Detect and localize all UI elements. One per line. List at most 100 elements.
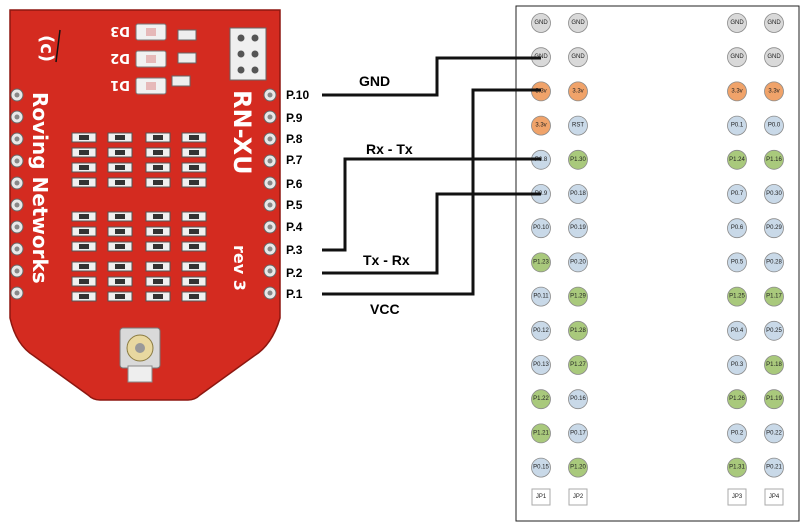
header-pin xyxy=(531,355,551,375)
header-pin xyxy=(764,47,784,68)
board-revision: rev 3 xyxy=(230,245,249,291)
edge-pad-hole xyxy=(14,246,20,252)
header-pin-label: GND xyxy=(767,20,781,26)
header-pin xyxy=(727,184,747,204)
smd-component-body xyxy=(115,135,125,140)
header-pin-label: P1.26 xyxy=(729,396,745,402)
header-pin-label: P1.21 xyxy=(533,430,549,436)
smd-component-body xyxy=(115,294,125,299)
header-pin xyxy=(764,81,784,102)
smd-component-body xyxy=(153,135,163,140)
wire-tx-rx xyxy=(322,192,541,275)
header-pin-label: P0.1 xyxy=(731,123,744,129)
module-pin-label: P.3 xyxy=(286,243,303,257)
module-pin-label: P.5 xyxy=(286,198,303,212)
smd-component-body xyxy=(153,214,163,219)
header-pin-label: P0.10 xyxy=(533,225,549,231)
smd-component-body xyxy=(115,150,125,155)
edge-pad-hole xyxy=(14,202,20,208)
antenna-connector xyxy=(119,327,161,383)
jumper-box xyxy=(764,488,784,506)
header-pin xyxy=(727,320,747,341)
header-pin xyxy=(568,149,588,170)
header-pin xyxy=(568,81,588,102)
smd-component-body xyxy=(79,165,89,170)
header-pin xyxy=(764,320,784,341)
smd-component-body xyxy=(79,294,89,299)
edge-pad-hole xyxy=(14,114,20,120)
header-pin-label: GND xyxy=(534,54,548,60)
jumper-label: JP1 xyxy=(536,494,547,500)
smd-component-body xyxy=(153,165,163,170)
header-pin-label: P0.20 xyxy=(570,259,586,265)
header-pin xyxy=(568,184,588,204)
rn-xu-module: D3 D2 D1 (c) RN-XU Roving Networks re xyxy=(9,9,281,401)
smd-component-body xyxy=(189,244,199,249)
smd-component-body xyxy=(189,150,199,155)
header-pin xyxy=(568,218,588,239)
header-pin xyxy=(764,252,784,273)
header-pin-label: P0.7 xyxy=(731,191,744,197)
module-pin-label: P.4 xyxy=(286,220,303,234)
header-pin-label: P0.15 xyxy=(533,465,549,471)
jumper-box xyxy=(531,488,551,506)
header-pin-label: GND xyxy=(534,20,548,26)
header-pin-label: P0.8 xyxy=(535,157,548,163)
edge-pad-hole xyxy=(14,268,20,274)
smd-component-body xyxy=(79,135,89,140)
jumper-box xyxy=(568,488,588,506)
edge-pad-hole xyxy=(14,136,20,142)
edge-pad-hole xyxy=(14,290,20,296)
header-pin xyxy=(531,13,551,33)
edge-pad-hole xyxy=(267,92,273,98)
left-pin-pads xyxy=(10,88,24,300)
header-pin-label: P0.11 xyxy=(533,294,549,300)
header-pin xyxy=(727,457,747,478)
header-pin-label: P0.0 xyxy=(768,123,781,129)
header-pin-label: P1.17 xyxy=(766,294,782,300)
edge-pad-hole xyxy=(14,180,20,186)
header-pin-label: P0.28 xyxy=(766,259,782,265)
header-pin-label: P0.6 xyxy=(731,225,744,231)
header-pin-label: P0.25 xyxy=(766,328,782,334)
smd-component-body xyxy=(189,165,199,170)
header-pin xyxy=(727,389,747,410)
header-pin-label: 3.3v xyxy=(768,88,779,94)
smd-component-body xyxy=(189,135,199,140)
module-pin-label: P.7 xyxy=(286,153,303,167)
header-pin xyxy=(764,184,784,204)
header-pin-label: GND xyxy=(767,54,781,60)
header-pin xyxy=(531,115,551,136)
led-label-d3: D3 xyxy=(110,23,130,38)
smd-component-body xyxy=(115,229,125,234)
smd-component-body xyxy=(189,214,199,219)
header-pin xyxy=(531,320,551,341)
header-pin xyxy=(727,149,747,170)
six-pin-header xyxy=(229,27,267,81)
smd-component-body xyxy=(115,180,125,185)
smd-component-body xyxy=(153,180,163,185)
smd-component-body xyxy=(153,229,163,234)
header-pin xyxy=(727,81,747,102)
jumper-label: JP4 xyxy=(769,494,780,500)
edge-pad-hole xyxy=(267,268,273,274)
header-pin-label: RST xyxy=(572,123,584,129)
board-model: RN-XU xyxy=(228,90,256,175)
smd-component-body xyxy=(189,180,199,185)
header-pin-label: P0.2 xyxy=(731,430,744,436)
header-pin xyxy=(727,252,747,273)
led-label-d1: D1 xyxy=(110,77,130,92)
smd-component-body xyxy=(115,165,125,170)
board-brand: Roving Networks xyxy=(28,92,52,284)
header-pin xyxy=(727,355,747,375)
jumper-box xyxy=(727,488,747,506)
smd-component-body xyxy=(189,294,199,299)
smd-component-body xyxy=(189,279,199,284)
header-pin-label: GND xyxy=(571,20,585,26)
smd-component-body xyxy=(153,279,163,284)
header-pin xyxy=(568,320,588,341)
edge-pad-hole xyxy=(267,136,273,142)
header-pin xyxy=(568,252,588,273)
edge-pad-hole xyxy=(267,114,273,120)
smd-component-body xyxy=(79,244,89,249)
